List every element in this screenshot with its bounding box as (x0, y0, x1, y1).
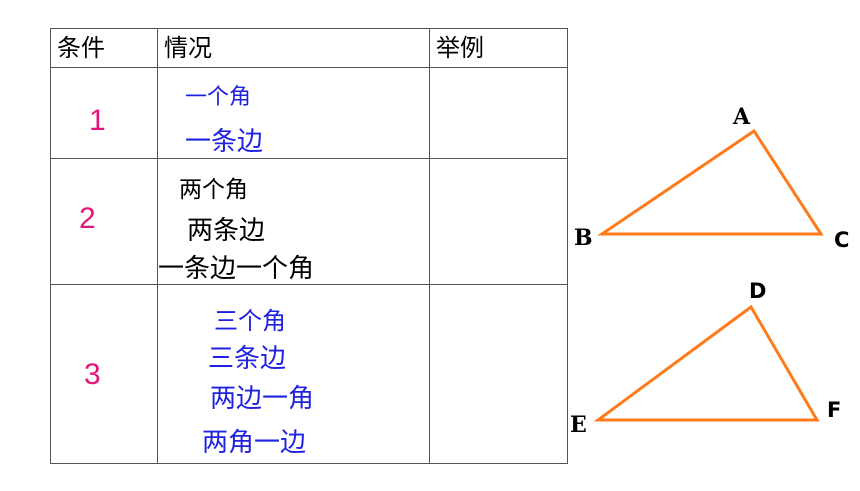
row3-case-2: 三条边 (208, 344, 287, 374)
row1-case-2: 一条边 (185, 127, 264, 157)
header-condition: 条件 (50, 28, 158, 68)
triangle-def (593, 304, 820, 422)
header-situation: 情况 (157, 28, 430, 68)
triangle-abc (597, 128, 824, 236)
vertex-label-b: B (574, 225, 593, 251)
row2-case-2: 两条边 (187, 216, 266, 246)
row3-number: 3 (84, 358, 101, 391)
row3-example-cell (429, 284, 568, 464)
row1-number: 1 (89, 104, 106, 137)
row2-number: 2 (79, 202, 96, 235)
row3-case-4: 两角一边 (202, 428, 307, 458)
header-example: 举例 (429, 28, 568, 68)
row1-case-1: 一个角 (185, 85, 252, 110)
vertex-label-a: A (733, 104, 751, 130)
row3-case-1: 三个角 (214, 307, 286, 335)
row1-example-cell (429, 67, 568, 159)
conditions-table: 条件 情况 举例 (50, 28, 568, 464)
row2-condition-cell (50, 158, 158, 285)
vertex-label-d: D (749, 279, 767, 303)
vertex-label-c: C (834, 228, 850, 252)
row2-case-3: 一条边一个角 (158, 254, 315, 284)
vertex-label-f: F (827, 398, 842, 422)
row3-case-3: 两边一角 (210, 384, 315, 414)
row2-example-cell (429, 158, 568, 285)
row3-condition-cell (50, 284, 158, 464)
row2-case-1: 两个角 (179, 177, 248, 203)
vertex-label-e: E (570, 412, 587, 438)
